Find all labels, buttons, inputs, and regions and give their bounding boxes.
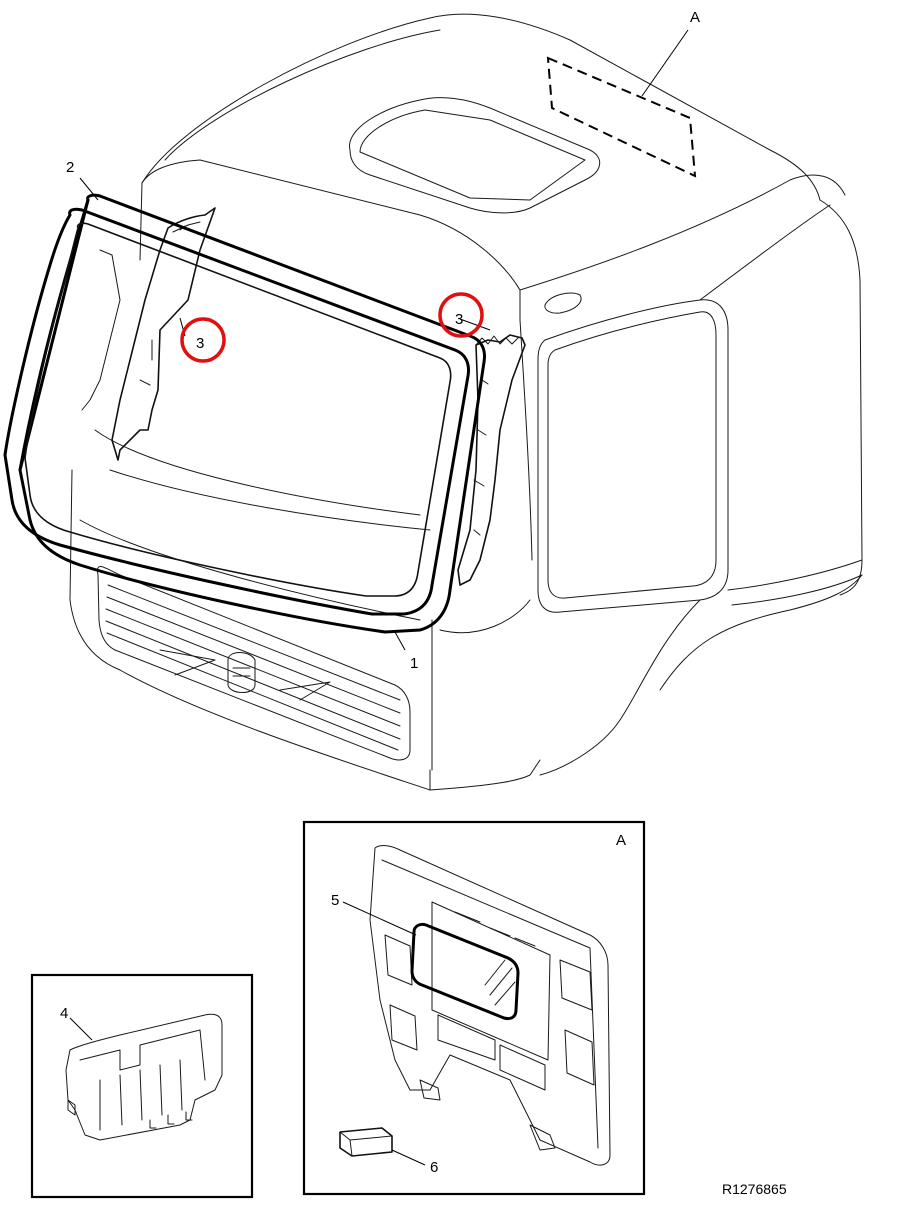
windscreen-seal-outer [18, 193, 486, 634]
front-grille [96, 566, 411, 761]
windscreen-glass [3, 207, 470, 616]
right-pillar-trim [457, 334, 526, 586]
highlight-circle-right [438, 292, 484, 338]
callout-4: 4 [60, 1005, 68, 1022]
left-pillar-trim [81, 207, 216, 461]
callout-3-left: 3 [196, 335, 204, 352]
leader-lines [79, 29, 689, 651]
callout-1: 1 [410, 655, 418, 672]
truck-cab-body [69, 13, 863, 791]
callout-a-main: A [690, 9, 700, 26]
detail-box-a: A 5 6 [302, 820, 646, 1196]
callout-2: 2 [66, 159, 74, 176]
detail-box-clip: 4 [30, 973, 254, 1199]
callout-3-right: 3 [455, 311, 463, 328]
callout-6: 6 [430, 1159, 438, 1176]
highlight-circle-left [180, 317, 226, 363]
drawing-code: R1276865 [722, 1181, 787, 1197]
callout-5: 5 [331, 892, 339, 909]
callout-a-detail: A [616, 832, 626, 849]
